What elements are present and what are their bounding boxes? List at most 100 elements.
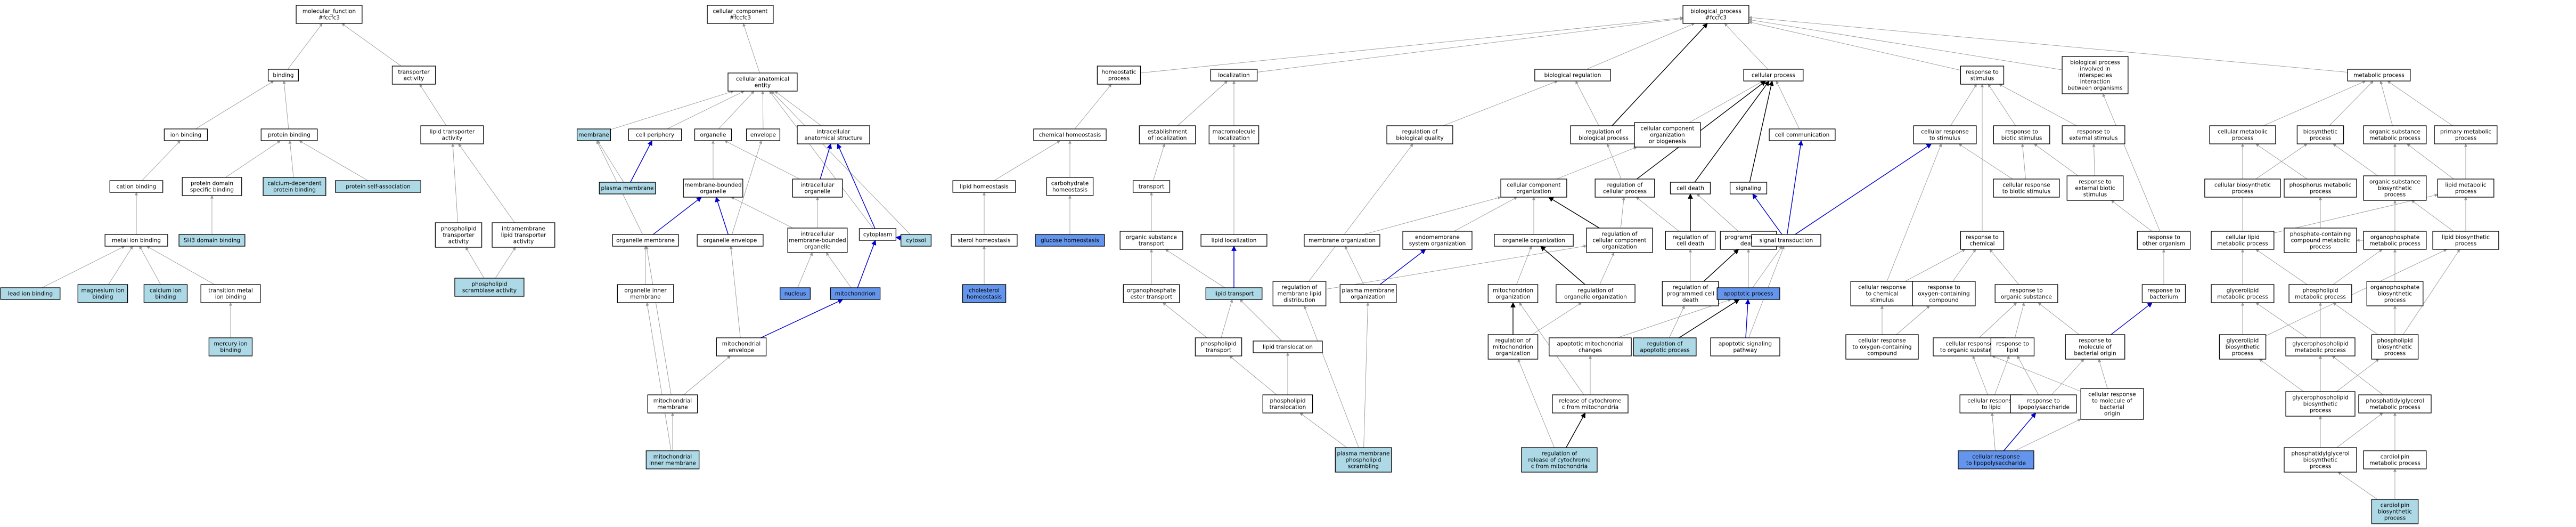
go-term-label-line: bacterial	[2100, 404, 2124, 411]
go-term-box	[2363, 175, 2427, 201]
edge-gray-cellreslipid-to-cellresorg	[1972, 355, 1988, 395]
edge-gray-regcd-to-regcp	[1635, 197, 1679, 232]
go-term-label-line: transporter	[398, 69, 430, 76]
edge-gray-regorgorg-to-regccorg	[1599, 252, 1615, 285]
go-term-box	[951, 234, 1018, 247]
go-term-label-line: #fccfc3	[1705, 15, 1727, 21]
go-term-label-line: organophosphate	[1127, 288, 1176, 294]
go-term-label-line: mitochondrial	[722, 341, 760, 347]
go-term-label-line: apoptotic mitochondrial	[1557, 341, 1623, 347]
go-term-label-line: response to	[2005, 129, 2038, 135]
edge-gray-cytosol-to-cae	[771, 91, 911, 235]
edge-blue-sigtr-to-cellresstim	[1795, 143, 1932, 235]
go-term-box	[1682, 5, 1749, 24]
edge-gray-apop-to-sigtr	[1752, 246, 1782, 288]
go-term-box	[208, 337, 253, 356]
go-term-label-line: biosynthetic	[2378, 509, 2413, 515]
go-term-label-line: cell death	[1677, 185, 1704, 192]
edge-gray-imbo-to-mbo	[731, 197, 794, 229]
go-term-label-line: cytosol	[906, 238, 926, 244]
edge-gray-pgmet-to-gphmet	[2332, 355, 2384, 395]
go-term-box	[1200, 234, 1267, 247]
go-term-label-line: organic substance	[2369, 129, 2420, 135]
go-term-label-line: phosphate-containing	[2290, 231, 2351, 238]
go-term-label-line: organophosphate	[2370, 234, 2419, 241]
go-term-label-line: external stimulus	[2070, 135, 2118, 142]
edge-gray-regbq-to-biores	[1443, 80, 1558, 126]
go-term-box	[2284, 447, 2357, 473]
node-layer: molecular_function#fccfc3cellular_compon…	[0, 5, 2499, 524]
edge-gray-regbp-to-biores	[1575, 80, 1599, 126]
go-term-label-line: transition metal	[208, 288, 253, 294]
go-term-label-line: lipid metabolic	[2445, 182, 2487, 189]
edge-gray-reslps-to-resmbo	[2051, 359, 2084, 395]
go-term-box	[1046, 177, 1094, 196]
go-term-label-line: other organism	[2142, 241, 2185, 247]
go-term-label-line: metabolic process	[2217, 241, 2268, 247]
go-term-label-line: lead ion binding	[8, 291, 53, 297]
go-term-label-line: #fccfc3	[730, 15, 751, 21]
go-term-label-line: metabolic process	[2295, 347, 2346, 354]
go-term-label-line: molecule of	[2079, 344, 2112, 351]
go-term-box	[1634, 122, 1701, 148]
edge-black-celldeath-to-cellproc	[1694, 80, 1770, 183]
edge-gray-regmitoorg-to-regorgorg	[1532, 302, 1582, 335]
go-term-label-line: to organic substance	[1940, 347, 1999, 354]
go-term-label-line: lipid transporter	[501, 232, 546, 239]
go-term-box	[830, 287, 881, 300]
go-term-label-line: death	[1682, 297, 1698, 304]
go-term-label-line: apoptotic process	[1640, 347, 1689, 354]
go-term-box	[2371, 499, 2419, 524]
go-term-label-line: phosphatidylglycerol	[2291, 451, 2349, 457]
edge-gray-phlmet-to-orgphmet	[2333, 249, 2383, 285]
edge-gray-cellresstim-to-resstim	[1950, 84, 1977, 126]
edge-blue-io-to-ias	[820, 143, 832, 180]
edge-gray-regcp-to-regbp	[1606, 143, 1622, 180]
edge-gray-phtrl-to-phtr	[1229, 355, 1277, 395]
go-term-box	[1913, 125, 1977, 144]
go-term-box	[296, 5, 363, 24]
go-term-label-line: biological process	[1579, 135, 1629, 142]
go-term-label-line: process	[2310, 244, 2331, 250]
go-term-box	[1960, 66, 2005, 85]
go-term-label-line: transport	[1139, 184, 1165, 190]
edge-gray-cellresoxy-to-resoxy	[1896, 305, 1930, 335]
go-term-label-line: phospholipid	[440, 226, 476, 232]
go-term-box	[2285, 391, 2356, 417]
go-term-label-line: response to	[2147, 288, 2180, 294]
edge-gray-cationb-to-ionb	[142, 140, 181, 181]
go-term-label-line: phospholipid	[1270, 398, 1305, 404]
go-term-box	[2347, 69, 2411, 82]
edge-gray-regmlipd-to-regbq	[1309, 143, 1413, 282]
go-term-label-line: chemical	[1969, 241, 1994, 247]
go-term-box	[645, 450, 700, 469]
edge-gray-phsa-to-phta	[465, 247, 485, 279]
go-term-label-line: mitochondrion	[1493, 288, 1533, 294]
go-term-box	[1035, 234, 1105, 247]
edge-gray-organelle-to-cae	[718, 91, 755, 129]
go-term-node-chemhom: chemical homeostasis	[1033, 128, 1107, 141]
go-term-node-cationb: cation binding	[109, 180, 163, 193]
edge-gray-metproc-to-bp	[1748, 16, 2348, 73]
go-term-label-line: plasma membrane	[1337, 451, 1390, 457]
go-term-label-line: cholesterol	[969, 288, 1000, 294]
go-term-box	[1710, 337, 1780, 356]
go-term-box	[2066, 175, 2124, 201]
